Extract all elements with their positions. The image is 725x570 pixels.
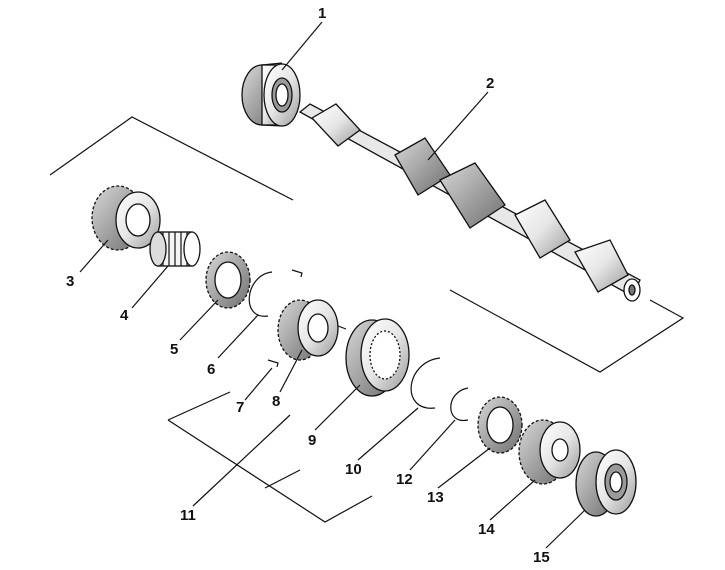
callout-3: 3 xyxy=(66,273,74,290)
gear-3 xyxy=(91,185,161,251)
callout-10: 10 xyxy=(345,461,362,478)
callout-15: 15 xyxy=(533,549,550,566)
callout-1: 1 xyxy=(318,5,326,22)
callout-5: 5 xyxy=(170,341,178,358)
callout-6: 6 xyxy=(207,361,215,378)
group-bracket-bottom xyxy=(167,391,373,523)
leader-lines xyxy=(79,21,586,549)
callout-12: 12 xyxy=(396,471,413,488)
circlip-6 xyxy=(248,271,273,317)
bearing-1 xyxy=(241,62,301,127)
callout-14: 14 xyxy=(478,521,495,538)
circlip-10 xyxy=(410,357,441,409)
synchro-ring-13 xyxy=(477,396,523,454)
sleeve-9 xyxy=(345,318,410,397)
snap-ring-12 xyxy=(450,387,469,421)
needle-bearing-4 xyxy=(149,231,201,267)
callout-2: 2 xyxy=(486,75,494,92)
group-bracket-lower xyxy=(449,289,685,373)
gear-14 xyxy=(518,419,581,485)
callout-8: 8 xyxy=(272,393,280,410)
callout-11: 11 xyxy=(180,507,196,524)
callout-4: 4 xyxy=(120,307,129,324)
main-shaft-2 xyxy=(298,103,641,302)
key-7 xyxy=(267,269,347,368)
group-bracket-upper xyxy=(49,116,294,201)
synchro-hub-8 xyxy=(277,299,339,361)
bearing-15 xyxy=(575,449,637,517)
callout-7: 7 xyxy=(236,399,244,416)
callout-13: 13 xyxy=(427,489,444,506)
callout-9: 9 xyxy=(308,432,316,449)
synchro-ring-5 xyxy=(205,251,251,309)
